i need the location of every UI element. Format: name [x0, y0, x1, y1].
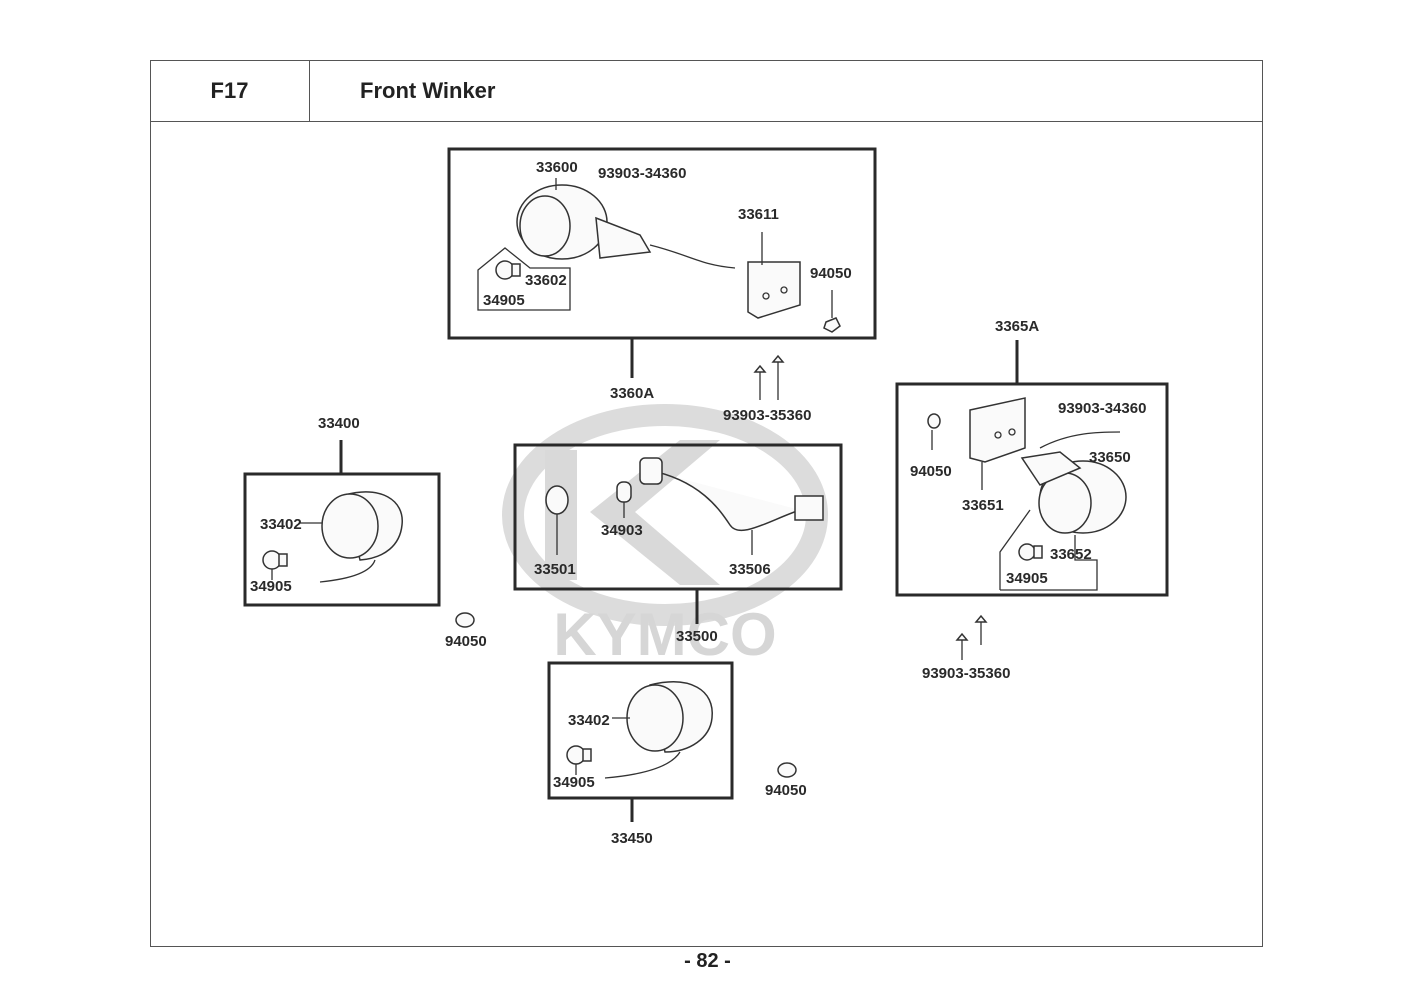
- winker-lamp-33402-a: [300, 491, 403, 583]
- label-33450: 33450: [611, 830, 653, 847]
- watermark-text: KYMCO: [553, 601, 776, 668]
- section-code: F17: [150, 60, 310, 122]
- label-33652: 33652: [1050, 546, 1092, 563]
- label-33602: 33602: [525, 272, 567, 289]
- winker-lamp-33650: [1020, 431, 1127, 534]
- label-34905-c: 34905: [250, 578, 292, 595]
- nut-icon-94050-a: [823, 290, 841, 333]
- label-33402-b: 33402: [568, 712, 610, 729]
- screw-icon-93903-35360-b: [955, 614, 988, 660]
- label-33611: 33611: [738, 206, 779, 223]
- nut-icon-94050-b: [927, 413, 941, 450]
- page-number: - 82 -: [684, 950, 731, 972]
- label-33500: 33500: [676, 628, 718, 645]
- label-33506: 33506: [729, 561, 771, 578]
- label-93903-34360-b: 93903-34360: [1058, 400, 1146, 417]
- label-34905-a: 34905: [483, 292, 525, 309]
- label-33400: 33400: [318, 415, 360, 432]
- label-94050-a: 94050: [810, 265, 852, 282]
- label-93903-34360-a: 93903-34360: [598, 165, 686, 182]
- watermark-logo: KYMCO: [502, 404, 828, 668]
- nut-icon-94050-c: [455, 612, 475, 628]
- bulb-icon-34905-d: [566, 745, 592, 775]
- label-34905-b: 34905: [1006, 570, 1048, 587]
- label-3360a: 3360A: [610, 385, 654, 402]
- socket-33501: [545, 485, 569, 555]
- bulb-icon-34905-c: [262, 550, 288, 580]
- assembly-box-33450: [547, 661, 734, 800]
- label-93903-35360-a: 93903-35360: [723, 407, 811, 424]
- label-33501: 33501: [534, 561, 576, 578]
- bracket-33611: [747, 232, 801, 319]
- screw-icon-93903-35360-a: [753, 354, 785, 400]
- label-33650: 33650: [1089, 449, 1131, 466]
- label-33600: 33600: [536, 159, 578, 176]
- label-3365a: 3365A: [995, 318, 1039, 335]
- label-33402-a: 33402: [260, 516, 302, 533]
- label-94050-d: 94050: [765, 782, 807, 799]
- winker-lamp-33402-b: [604, 681, 713, 779]
- label-94050-b: 94050: [910, 463, 952, 480]
- harness-33506: [639, 457, 824, 555]
- diagram-frame: [150, 60, 1263, 947]
- assembly-box-3360a: [447, 147, 877, 340]
- label-34903: 34903: [601, 522, 643, 539]
- label-33651: 33651: [962, 497, 1004, 514]
- bracket-33651: [969, 397, 1026, 490]
- label-94050-c: 94050: [445, 633, 487, 650]
- page-title: Front Winker: [310, 60, 1263, 122]
- bulb-icon-34903: [616, 481, 632, 518]
- assembly-box-3365a: [895, 382, 1169, 597]
- assembly-box-33500: [513, 443, 843, 591]
- label-93903-35360-b: 93903-35360: [922, 665, 1010, 682]
- winker-lamp-33600: [516, 178, 736, 269]
- bulb-icon-34905-a: [477, 247, 571, 311]
- nut-icon-94050-d: [777, 762, 797, 778]
- label-34905-d: 34905: [553, 774, 595, 791]
- bulb-icon-34905-b: [999, 509, 1098, 591]
